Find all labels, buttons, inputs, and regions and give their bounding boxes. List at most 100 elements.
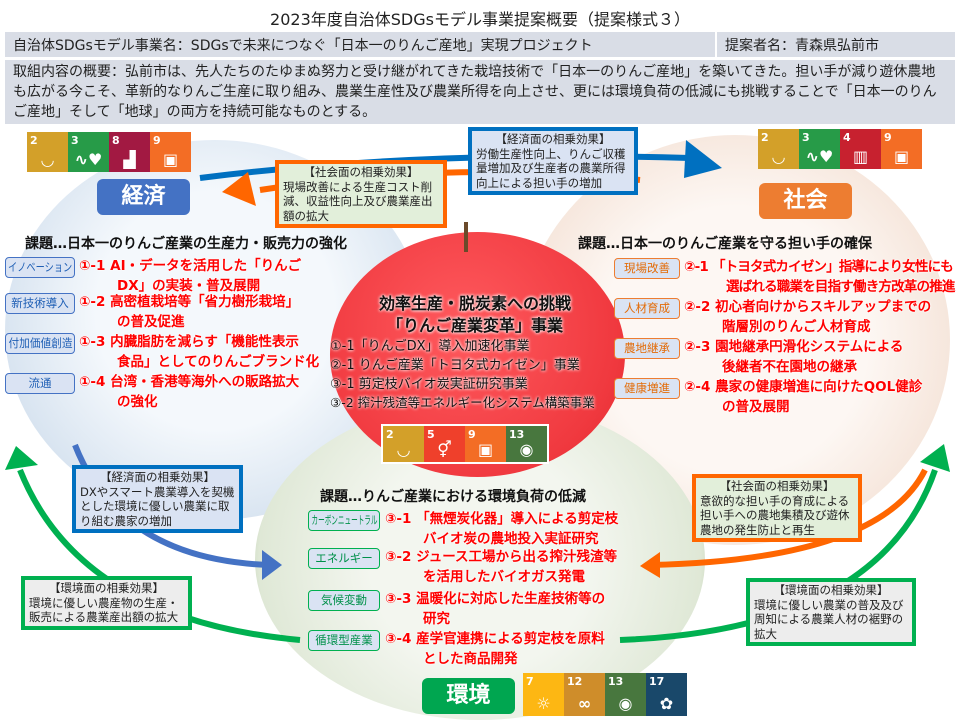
callout-text: DXやスマート農業導入を契機とした環境に優しい農業に取り組む農家の増加 — [80, 484, 235, 528]
item-line-1: 初心者向けからスキルアップまでの — [715, 299, 932, 315]
flower-icon: ✿ — [659, 694, 674, 713]
society-item: ②-4 農家の健康増進に向けたQOL健診の普及展開 — [684, 377, 922, 417]
society-item: ②-1 「トヨタ式カイゼン」指導により女性にも選ばれる職業を目指す働き方改革の推… — [684, 257, 955, 297]
arrow-head-green-left — [5, 446, 38, 470]
item-line-2: 階層別のりんご人材育成 — [722, 319, 871, 335]
center-item: ③-2 搾汁残渣等エネルギー化システム構築事業 — [330, 395, 595, 410]
apple-stem — [464, 222, 468, 252]
society-item: ②-2 初心者向けからスキルアップまでの階層別のりんご人材育成 — [684, 297, 931, 337]
environmental-synergy-left: 【環境面の相乗効果】環境に優しい農産物の生産・販売による農業産出額の拡大 — [21, 576, 192, 630]
sdg-goal-9-icon: 9▣ — [881, 129, 922, 169]
callout-text: 意欲的な担い手の育成による担い手への農地集積及び遊休農地の発生防止と再生 — [700, 493, 850, 537]
chart-icon: ▟ — [123, 150, 136, 169]
arrow-head-blue-bottom — [262, 550, 282, 580]
sun-icon: ☼ — [536, 694, 551, 713]
sdg-goal-number: 2 — [386, 428, 394, 441]
economy-item: ①-2 高密植栽培等「省力樹形栽培」の普及促進 — [79, 292, 299, 332]
bowl-icon: ◡ — [41, 150, 54, 169]
item-line-2: 食品」としてのりんごブランド化 — [117, 354, 320, 370]
tag-label: 新技術導入 — [11, 296, 69, 310]
center-item: ②-1 りんご産業「トヨタ式カイゼン」事業 — [330, 358, 580, 373]
callout-heading: 【環境面の相乗効果】 — [49, 581, 164, 595]
cubes-icon: ▣ — [477, 440, 494, 459]
eye-icon: ◉ — [618, 694, 633, 713]
sdg-goal-2-icon: 2◡ — [758, 129, 799, 169]
callout-heading: 【経済面の相乗効果】 — [495, 132, 611, 146]
economy-tag: 新技術導入 — [5, 293, 75, 314]
gender-icon: ⚥ — [437, 440, 452, 459]
sdg-goal-4-icon: 4▥ — [840, 129, 881, 169]
tag-label: イノベーション — [7, 260, 73, 274]
item-number: ②-1 — [684, 259, 709, 275]
item-number: ①-3 — [79, 334, 106, 350]
item-number: ③-4 — [385, 631, 412, 647]
sdg-goal-7-icon: 7☼ — [523, 673, 564, 716]
social-synergy-top: 【社会面の相乗効果】現場改善による生産コスト削減、収益性向上及び農業産出額の拡大 — [275, 160, 447, 228]
economy-item: ①-3 内臓脂肪を減らす「機能性表示食品」としてのりんごブランド化 — [79, 332, 319, 372]
item-line-2: の普及展開 — [722, 399, 790, 415]
callout-text: 環境に優しい農業の普及及び周知による農業人材の裾野の拡大 — [754, 597, 904, 641]
tag-label: 循環型産業 — [315, 633, 373, 647]
callout-heading: 【経済面の相乗効果】 — [100, 470, 215, 484]
callout-text: 労働生産性向上、りんご収穫量増加及び生産者の農業所得向上による担い手の増加 — [476, 146, 626, 190]
item-line-1: ジュース工場から出る搾汁残渣等 — [416, 549, 618, 565]
tag-label: 付加価値創造 — [7, 336, 73, 350]
society-tag: 健康増進 — [614, 378, 680, 399]
tag-label: 気候変動 — [321, 593, 367, 607]
sdg-goal-3-icon: 3∿♥ — [68, 132, 109, 172]
environment-label: 環境 — [422, 678, 515, 714]
tag-label: 現場改善 — [624, 261, 670, 275]
economy-tag: 流通 — [5, 373, 75, 394]
sdg-goal-number: 4 — [843, 131, 851, 144]
infinity-icon: ∞ — [577, 694, 592, 713]
cubes-icon: ▣ — [893, 147, 910, 166]
environment-tag: 循環型産業 — [308, 630, 380, 651]
item-line-1: 産学官連携による剪定枝を原料 — [416, 631, 605, 647]
economy-sdg-icons: 2◡3∿♥8▟9▣ — [27, 132, 191, 172]
bowl-icon: ◡ — [772, 147, 785, 166]
sdg-goal-number: 2 — [761, 131, 769, 144]
environment-tag: エネルギー — [308, 548, 380, 569]
environment-heading: 課題…りんご産業における環境負荷の低減 — [320, 489, 586, 505]
tag-label: カーボンニュートラル — [310, 513, 378, 527]
callout-text: 現場改善による生産コスト削減、収益性向上及び農業産出額の拡大 — [283, 179, 433, 223]
divider — [715, 32, 717, 57]
item-number: ①-4 — [79, 374, 106, 390]
sdg-goal-number: 3 — [71, 134, 79, 147]
project-name: 自治体SDGsモデル事業名：SDGsで未来につなぐ「日本一のりんご産地」実現プロ… — [13, 38, 593, 54]
sdg-goal-number: 2 — [30, 134, 38, 147]
sdg-goal-3-icon: 3∿♥ — [799, 129, 840, 169]
page-title: 2023年度自治体SDGsモデル事業提案概要（提案様式３） — [270, 10, 690, 29]
project-header: 自治体SDGsモデル事業名：SDGsで未来につなぐ「日本一のりんご産地」実現プロ… — [5, 32, 955, 57]
heartbeat-icon: ∿♥ — [805, 147, 834, 166]
environment-item: ③-4 産学官連携による剪定枝を原料とした商品開発 — [385, 629, 605, 669]
arrow-head-orange-top — [222, 172, 256, 206]
item-line-1: 温暖化に対応した生産技術等の — [416, 591, 606, 607]
environmental-synergy-right: 【環境面の相乗効果】環境に優しい農業の普及及び周知による農業人材の裾野の拡大 — [746, 578, 916, 646]
economy-tag: 付加価値創造 — [5, 333, 75, 354]
sdg-goal-number: 9 — [884, 131, 892, 144]
item-line-2: の強化 — [117, 394, 158, 410]
economy-tag: イノベーション — [5, 257, 75, 278]
tag-label: 農地継承 — [624, 341, 670, 355]
sdg-goal-number: 13 — [608, 675, 624, 688]
sdg-goal-8-icon: 8▟ — [109, 132, 150, 172]
item-number: ②-3 — [684, 339, 711, 355]
item-line-2: 研究 — [423, 611, 450, 627]
item-line-2: とした商品開発 — [423, 651, 518, 667]
callout-text: 環境に優しい農産物の生産・販売による農業産出額の拡大 — [29, 595, 179, 625]
item-number: ②-2 — [684, 299, 711, 315]
center-title-1: 効率生産・脱炭素への挑戦 — [378, 294, 571, 313]
sdg-goal-9-icon: 9▣ — [465, 426, 506, 462]
item-line-1: 「トヨタ式カイゼン」指導により女性にも — [711, 259, 954, 275]
society-tag: 農地継承 — [614, 338, 680, 359]
item-line-1: 「無煙炭化器」導入による剪定枝 — [416, 511, 619, 527]
environment-tag: カーボンニュートラル — [308, 510, 380, 531]
callout-heading: 【環境面の相乗効果】 — [773, 583, 889, 597]
society-item: ②-3 園地継承円滑化システムによる後継者不在園地の継承 — [684, 337, 903, 377]
economic-synergy-top: 【経済面の相乗効果】労働生産性向上、りんご収穫量増加及び生産者の農業所得向上によ… — [468, 127, 638, 195]
sdg-goal-13-icon: 13 ◉ — [605, 673, 646, 716]
item-number: ①-2 — [79, 294, 106, 310]
item-line-2: DX」の実装・普及展開 — [117, 278, 261, 294]
